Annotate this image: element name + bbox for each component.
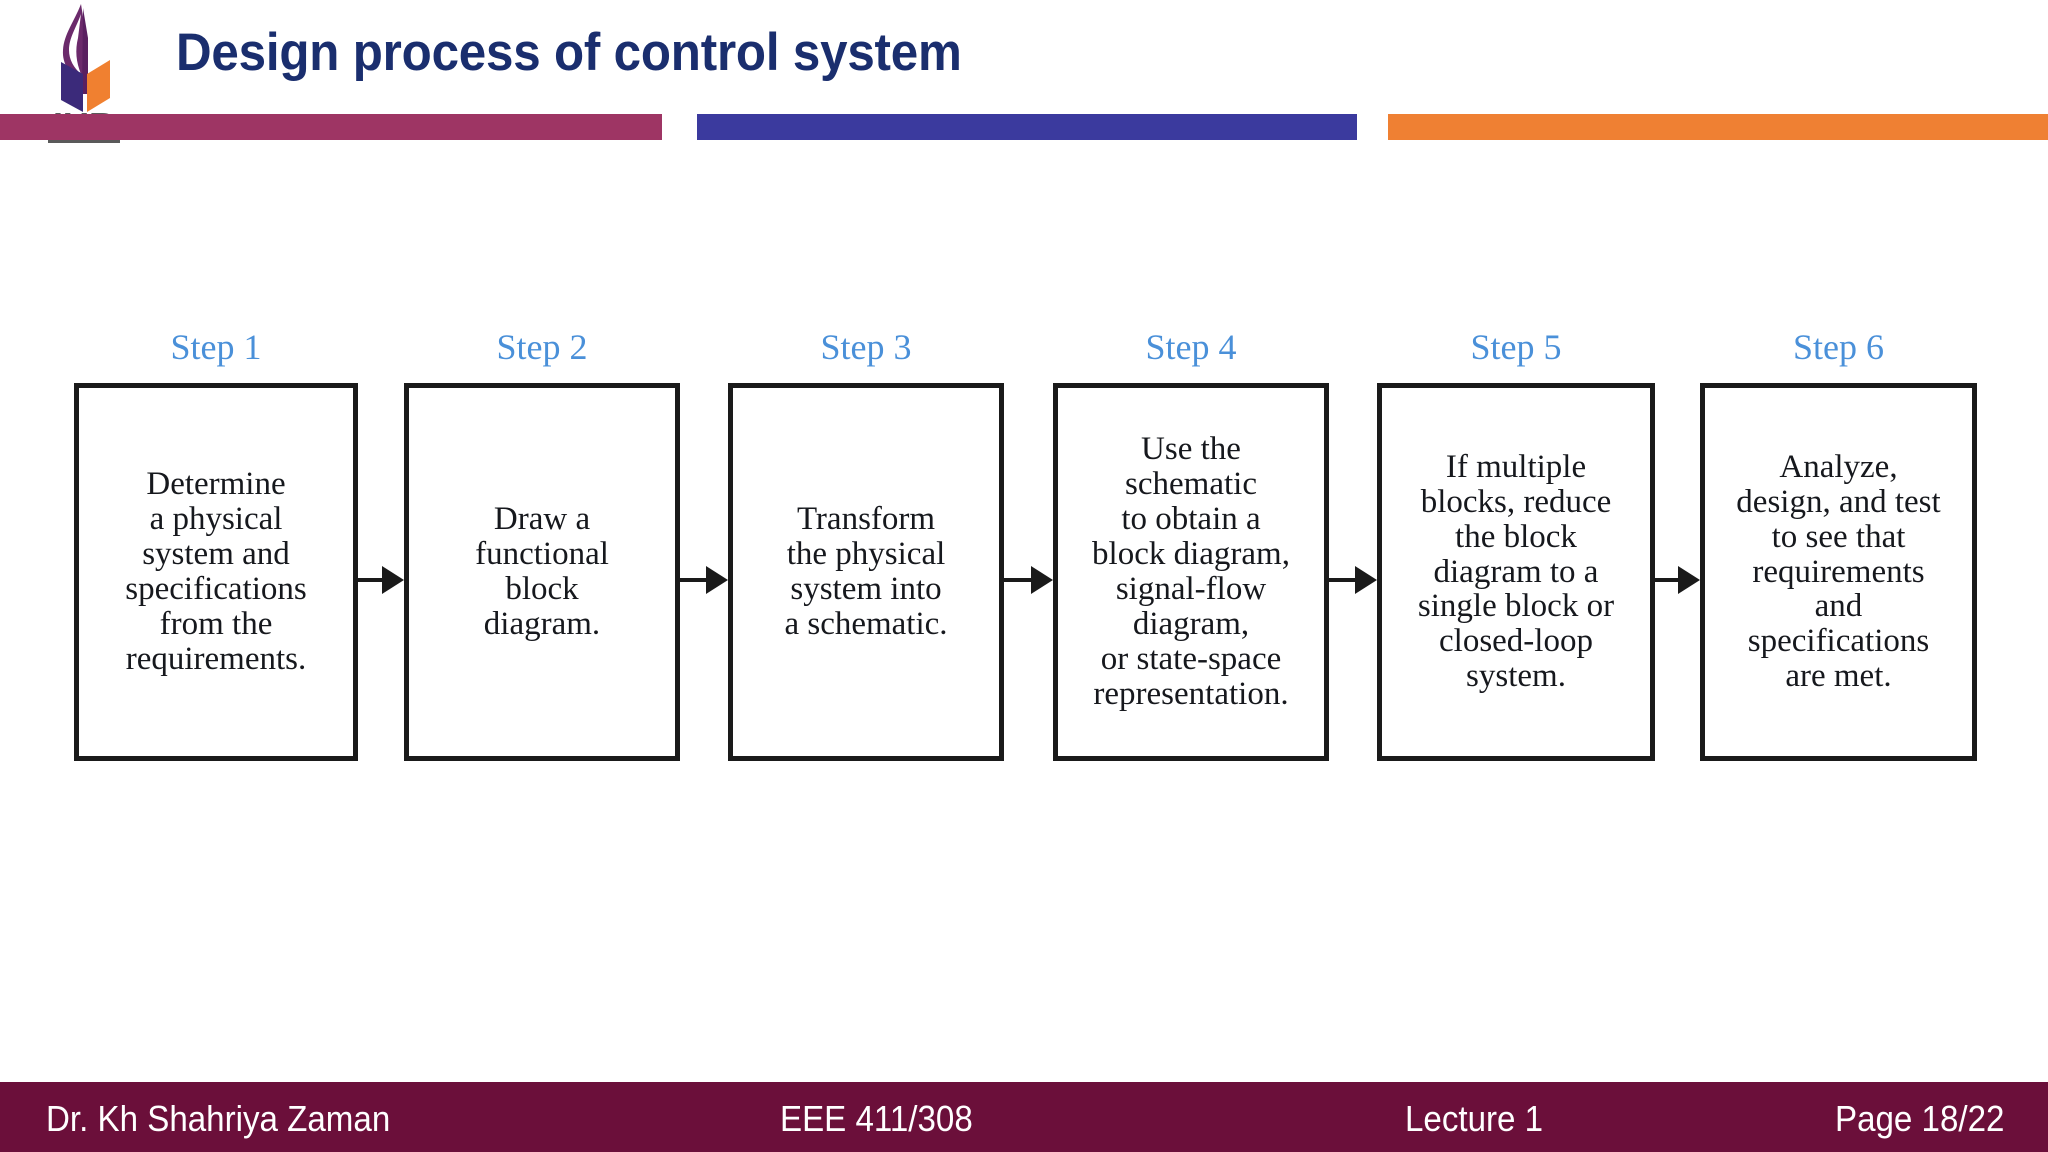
step-label-5: Step 5: [1470, 327, 1562, 367]
step-box-3: Transform the physical system into a sch…: [728, 383, 1004, 761]
arrow-step3-to-step4: [1004, 566, 1053, 594]
step-box-5: If multiple blocks, reduce the block dia…: [1377, 383, 1655, 761]
step-label-2: Step 2: [496, 327, 588, 367]
arrow-step4-to-step5: [1329, 566, 1377, 594]
step-box-1: Determine a physical system and specific…: [74, 383, 358, 761]
book-right-page: [87, 60, 110, 112]
step-box-4: Use the schematic to obtain a block diag…: [1053, 383, 1329, 761]
step-box-2: Draw a functional block diagram.: [404, 383, 680, 761]
book-left-page: [61, 62, 83, 112]
step-label-3: Step 3: [820, 327, 912, 367]
footer-author: Dr. Kh Shahriya Zaman: [46, 1098, 391, 1139]
step-box-4-text: Use the schematic to obtain a block diag…: [1092, 431, 1290, 712]
step-box-2-text: Draw a functional block diagram.: [475, 501, 609, 642]
slide-header: IUB Design process of control system: [0, 0, 2048, 150]
step-label-6: Step 6: [1792, 327, 1884, 367]
header-bar-maroon: [0, 114, 662, 140]
step-box-3-text: Transform the physical system into a sch…: [784, 501, 948, 642]
arrow-step2-to-step3: [680, 566, 728, 594]
header-bar-blue: [697, 114, 1357, 140]
step-box-6-text: Analyze, design, and test to see that re…: [1736, 448, 1941, 695]
arrow-step1-to-step2: [358, 566, 404, 594]
step-box-5-text: If multiple blocks, reduce the block dia…: [1417, 448, 1615, 695]
step-box-6: Analyze, design, and test to see that re…: [1700, 383, 1977, 761]
footer-page-number: Page 18/22: [1835, 1098, 2005, 1139]
arrow-step5-to-step6: [1655, 566, 1700, 594]
step-box-1-text: Determine a physical system and specific…: [125, 466, 307, 677]
step-label-1: Step 1: [170, 327, 262, 367]
page-title: Design process of control system: [176, 23, 962, 82]
slide-footer: Dr. Kh Shahriya Zaman EEE 411/308 Lectur…: [0, 1082, 2048, 1152]
step-label-4: Step 4: [1145, 327, 1237, 367]
footer-course: EEE 411/308: [780, 1098, 973, 1139]
footer-lecture: Lecture 1: [1405, 1098, 1544, 1139]
header-bar-orange: [1388, 114, 2048, 140]
